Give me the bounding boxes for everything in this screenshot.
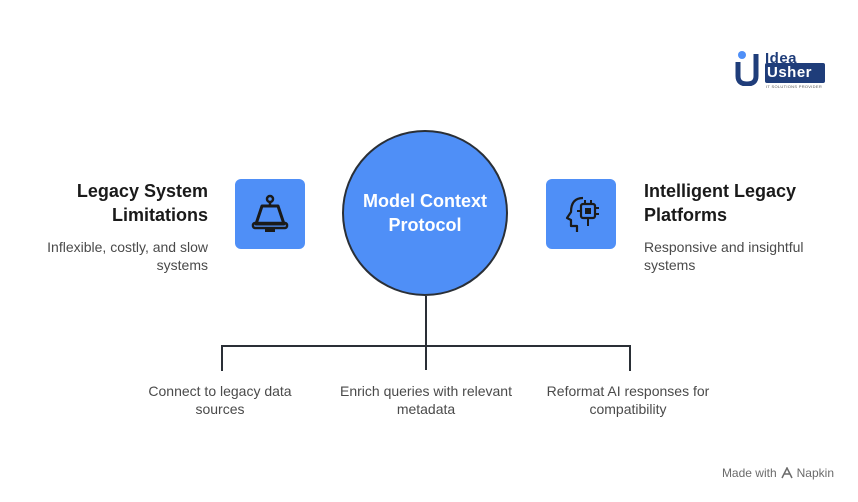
- right-description: Responsive and insightful systems: [644, 239, 804, 273]
- napkin-logo-icon: [780, 467, 793, 479]
- broken-device-icon: [251, 194, 289, 232]
- right-title: Intelligent Legacy Platforms: [644, 181, 797, 225]
- footer-text: Made with: [721, 466, 777, 480]
- branch-label-1: Connect to legacy data sources: [148, 383, 292, 417]
- left-description: Inflexible, costly, and slow systems: [47, 239, 208, 273]
- left-title: Legacy System Limitations: [76, 181, 208, 225]
- logo-text-top: Idea: [765, 50, 798, 67]
- left-icon-box: [235, 179, 305, 249]
- footer-brand: Napkin: [796, 466, 834, 480]
- logo-mark-icon: [735, 51, 759, 86]
- logo-tagline: IT SOLUTIONS PROVIDER: [766, 84, 823, 89]
- branch-label-3: Reformat AI responses for compatibility: [546, 383, 710, 417]
- right-icon-box: [546, 179, 616, 249]
- central-concept-circle: Model Context Protocol: [342, 130, 508, 296]
- made-with-footer: Made with Napkin: [722, 466, 834, 480]
- logo-text-bottom: Usher: [765, 63, 825, 83]
- ai-head-chip-icon: [565, 196, 599, 232]
- brand-logo: Idea Usher IT SOLUTIONS PROVIDER: [735, 50, 830, 90]
- central-concept-label: Model Context Protocol: [363, 191, 487, 235]
- branch-label-2: Enrich queries with relevant metadata: [340, 383, 512, 417]
